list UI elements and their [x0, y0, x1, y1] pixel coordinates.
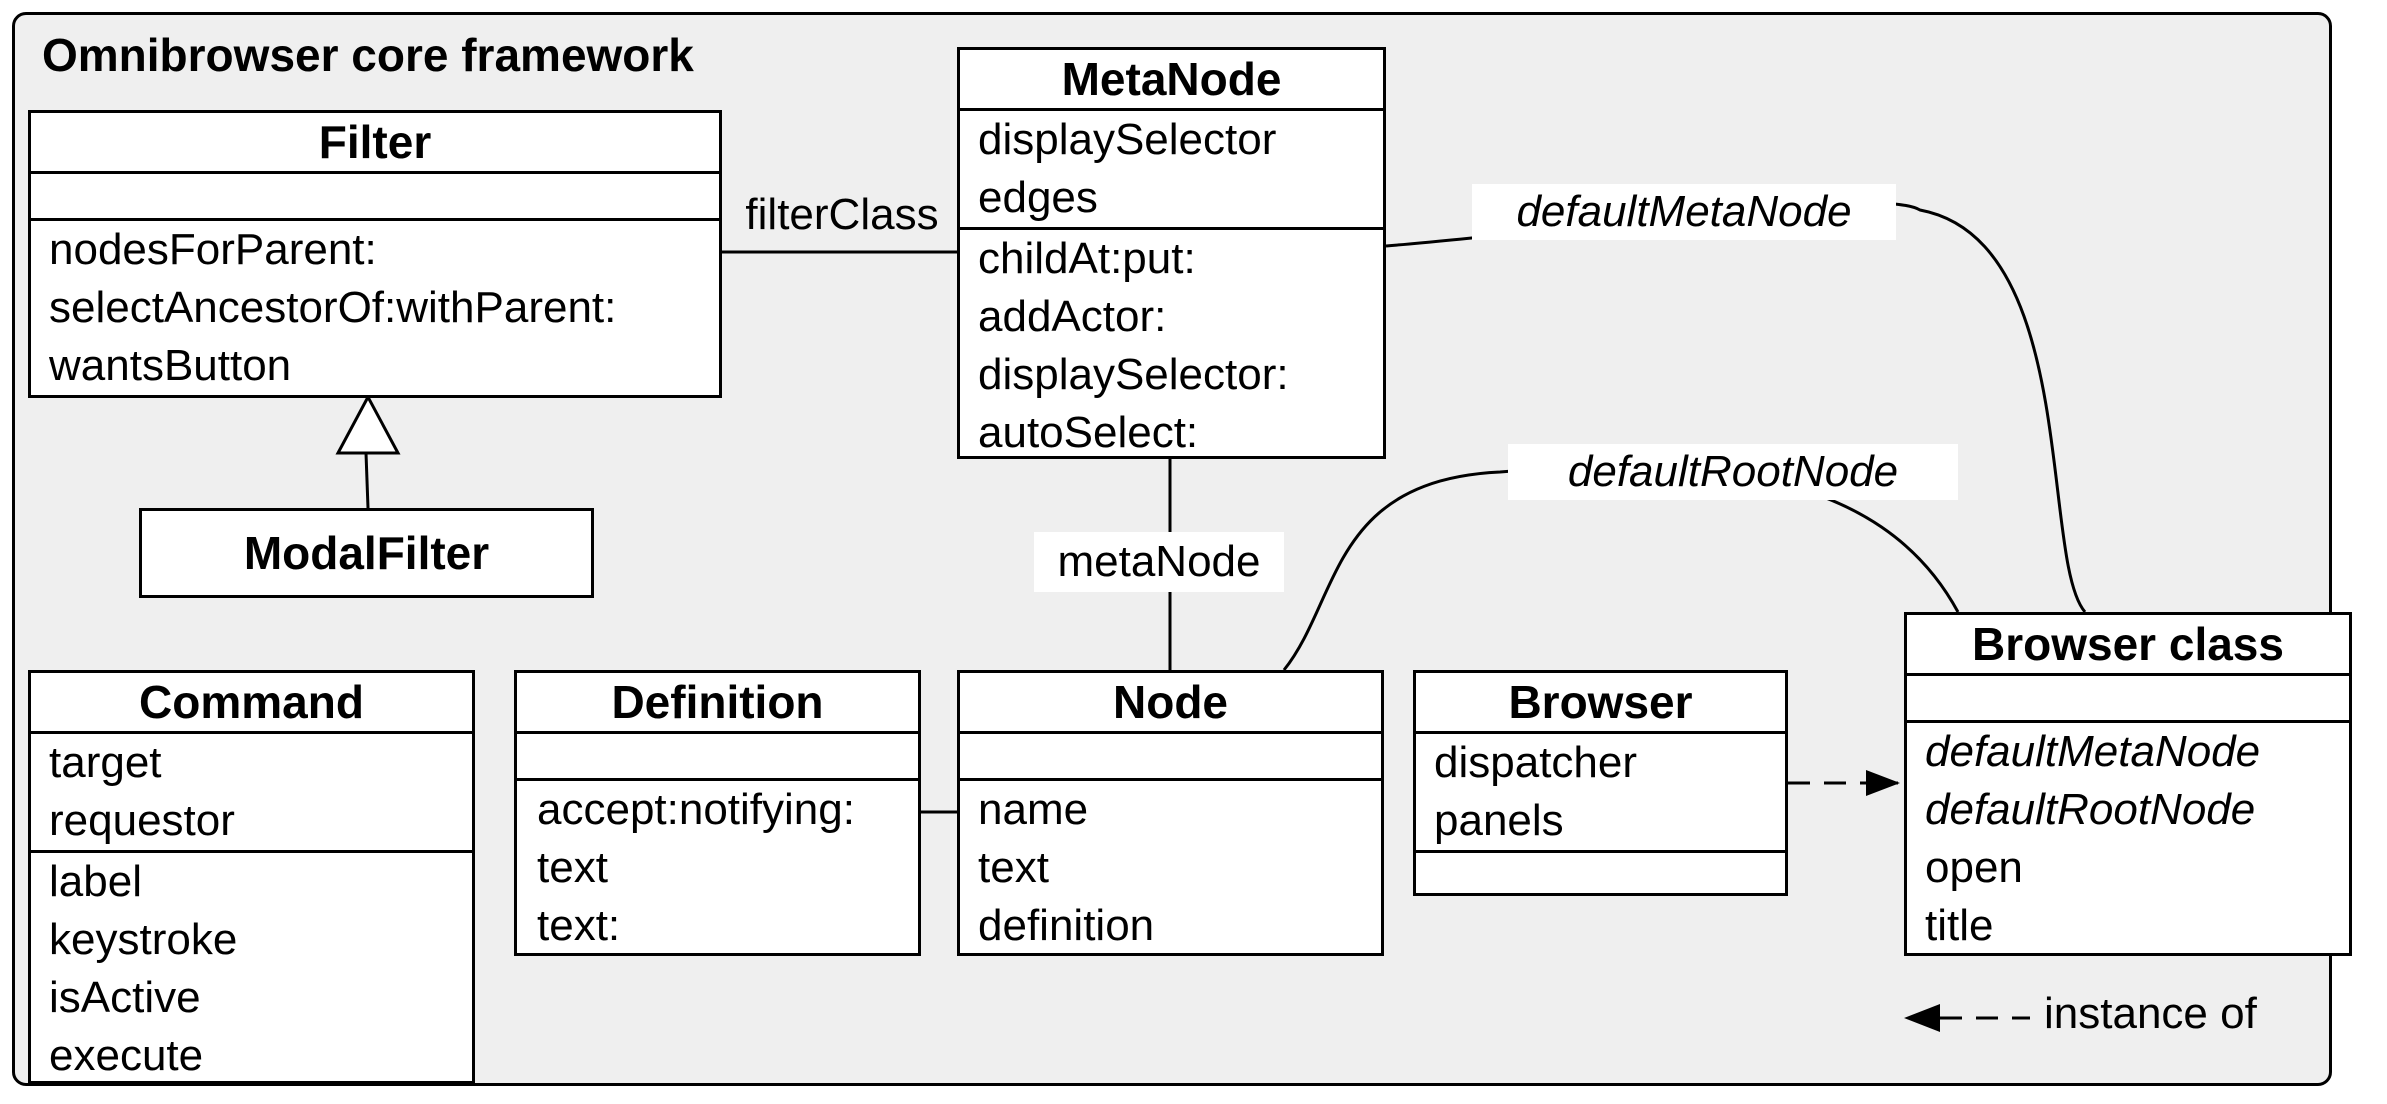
methods-section: defaultMetaNode defaultRootNode open tit…	[1907, 720, 2349, 955]
attributes-section	[31, 174, 719, 218]
method: open	[1925, 843, 2023, 892]
attributes-section	[517, 734, 918, 778]
filter-class: Filter nodesForParent: selectAncestorOf:…	[28, 110, 722, 398]
method: addActor:	[978, 292, 1167, 341]
diagram-title: Omnibrowser core framework	[42, 29, 694, 81]
method: displaySelector:	[978, 350, 1289, 399]
instance-of-label: instance of	[2044, 989, 2257, 1038]
class-name: Definition	[517, 673, 918, 734]
command-class: Command target requestor label keystroke…	[28, 670, 475, 1084]
method: name	[978, 785, 1089, 834]
attribute: displaySelector	[978, 115, 1277, 164]
method: title	[1925, 901, 1994, 950]
attribute: dispatcher	[1434, 738, 1638, 787]
default-metanode-association	[1385, 201, 2087, 613]
default-metanode-label: defaultMetaNode	[1472, 184, 1896, 240]
method: definition	[978, 901, 1155, 950]
attributes-section	[1907, 676, 2349, 720]
attributes-section	[960, 734, 1381, 778]
class-name: Browser	[1416, 673, 1785, 734]
methods-section: childAt:put: addActor: displaySelector: …	[960, 227, 1383, 462]
methods-section: name text definition	[960, 778, 1381, 955]
class-name: Node	[960, 673, 1381, 734]
method: selectAncestorOf:withParent:	[49, 283, 617, 332]
attribute: edges	[978, 173, 1098, 222]
class-name: Browser class	[1907, 615, 2349, 676]
attribute: panels	[1434, 796, 1564, 845]
generalization-line	[364, 452, 370, 509]
legend-arrowhead	[1904, 1004, 1940, 1032]
method: label	[49, 857, 142, 906]
filterclass-label: filterClass	[745, 190, 939, 239]
browser-metaclass: Browser class defaultMetaNode defaultRoo…	[1904, 612, 2352, 956]
attributes-section: target requestor	[31, 734, 472, 850]
metanode-class: MetaNode displaySelector edges childAt:p…	[957, 47, 1386, 459]
method: defaultMetaNode	[1925, 727, 2261, 776]
methods-section: label keystroke isActive execute	[31, 850, 472, 1085]
methods-section: nodesForParent: selectAncestorOf:withPar…	[31, 218, 719, 395]
method: execute	[49, 1031, 204, 1080]
definition-class: Definition accept:notifying: text text:	[514, 670, 921, 956]
method: accept:notifying:	[537, 785, 855, 834]
method: wantsButton	[49, 341, 292, 390]
instance-of-arrowhead	[1866, 770, 1900, 796]
default-rootnode-label: defaultRootNode	[1508, 444, 1958, 500]
attributes-section: dispatcher panels	[1416, 734, 1785, 850]
method: text	[537, 843, 608, 892]
generalization-arrowhead	[335, 393, 401, 455]
metanode-label: metaNode	[1034, 532, 1284, 592]
methods-section	[1416, 850, 1785, 897]
method: text:	[537, 901, 621, 950]
method: defaultRootNode	[1925, 785, 2256, 834]
attributes-section: displaySelector edges	[960, 111, 1383, 227]
attribute: target	[49, 738, 162, 787]
browser-class: Browser dispatcher panels	[1413, 670, 1788, 896]
method: text	[978, 843, 1049, 892]
class-name: MetaNode	[960, 50, 1383, 111]
method: childAt:put:	[978, 234, 1196, 283]
node-class: Node name text definition	[957, 670, 1384, 956]
modalfilter-class: ModalFilter	[139, 508, 594, 598]
attribute: requestor	[49, 796, 235, 845]
class-name: Command	[31, 673, 472, 734]
method: autoSelect:	[978, 408, 1199, 457]
class-name: Filter	[31, 113, 719, 174]
class-name: ModalFilter	[243, 527, 490, 579]
method: isActive	[49, 973, 201, 1022]
methods-section: accept:notifying: text text:	[517, 778, 918, 955]
method: nodesForParent:	[49, 225, 377, 274]
method: keystroke	[49, 915, 238, 964]
